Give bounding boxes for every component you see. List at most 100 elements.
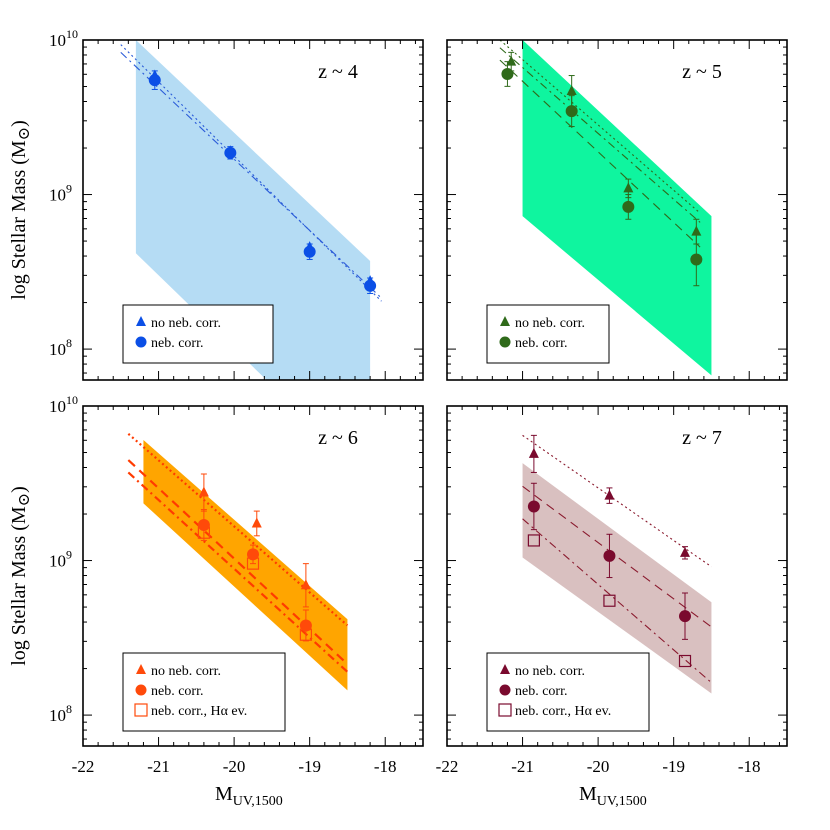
point-triangle	[680, 546, 690, 557]
legend-circle-marker	[499, 684, 511, 696]
x-tick-label: -22	[72, 757, 95, 776]
x-tick-label: -19	[298, 757, 321, 776]
plot-area	[522, 434, 712, 694]
plot-area	[127, 432, 349, 691]
y-tick-label: 1010	[49, 393, 78, 416]
y-tick-label: 1010	[49, 27, 78, 50]
point-square	[603, 594, 616, 607]
point-circle	[364, 279, 377, 292]
point-triangle	[528, 447, 539, 458]
point-circle	[501, 68, 514, 80]
x-tick-label: -18	[374, 757, 397, 776]
point-triangle	[300, 579, 311, 590]
legend-label: neb. corr., Hα ev.	[515, 704, 611, 719]
x-axis-title: MUV,1500	[579, 783, 647, 809]
panel-label: z ~ 7	[682, 427, 722, 449]
point-circle	[247, 548, 259, 561]
x-tick-label: -20	[223, 757, 246, 776]
fit-line-dotted	[499, 40, 701, 214]
y-axis-title: log Stellar Mass (M⊙)	[8, 486, 33, 666]
point-triangle	[566, 85, 577, 95]
point-circle	[565, 105, 578, 118]
fit-line-dashed	[127, 459, 349, 665]
fit-line-dotted	[127, 432, 349, 627]
legend-label: neb. corr.	[151, 336, 203, 351]
point-triangle	[623, 182, 634, 193]
legend-square-marker	[498, 703, 512, 717]
confidence-band	[135, 40, 371, 380]
point-triangle	[198, 486, 209, 497]
confidence-band	[522, 463, 712, 694]
y-tick-label: 109	[49, 548, 72, 571]
point-square	[527, 534, 540, 547]
point-circle	[527, 500, 540, 513]
legend-label: no neb. corr.	[515, 664, 585, 679]
fit-line-dotted	[120, 44, 382, 302]
legend-circle-marker	[499, 336, 511, 348]
fit-line-dashed	[522, 485, 712, 628]
point-circle	[197, 519, 210, 531]
legend-triangle-marker	[500, 664, 510, 674]
point-triangle	[604, 489, 615, 500]
legend-label: no neb. corr.	[151, 316, 221, 331]
legend-label: neb. corr.	[515, 336, 567, 351]
chart-panel-2: z ~ 5 no neb. corr. neb. corr.	[446, 39, 788, 381]
legend-box	[122, 652, 286, 732]
panel-label: z ~ 6	[318, 427, 358, 449]
plot-area	[120, 40, 382, 380]
panel-label: z ~ 4	[318, 61, 358, 83]
point-circle	[679, 610, 691, 623]
fit-line-dotted	[522, 434, 712, 568]
point-circle	[303, 245, 316, 258]
y-tick-label: 109	[49, 182, 72, 205]
legend-label: neb. corr.	[515, 684, 567, 699]
legend-circle-marker	[135, 684, 147, 696]
legend-label: neb. corr., Hα ev.	[151, 704, 247, 719]
fit-line-dashed	[499, 59, 701, 248]
point-triangle	[251, 517, 262, 528]
legend-label: no neb. corr.	[515, 316, 585, 331]
x-tick-label: -21	[511, 757, 534, 776]
point-square	[197, 526, 210, 539]
legend-label: neb. corr.	[151, 684, 203, 699]
fit-line-dashdot	[522, 518, 712, 684]
point-circle	[224, 146, 237, 159]
x-tick-label: -22	[436, 757, 459, 776]
fit-line-dashdot	[499, 47, 701, 223]
chart-panel-1: 1010 109 108 log Stellar Mass (M⊙) z ~ 4 no n…	[8, 27, 424, 381]
point-circle	[299, 619, 312, 632]
legend-box	[122, 304, 274, 364]
legend-box	[486, 304, 610, 364]
point-square	[299, 628, 312, 641]
confidence-band	[522, 40, 712, 376]
y-tick-label: 108	[49, 702, 72, 725]
legend-label: no neb. corr.	[151, 664, 221, 679]
panel-label: z ~ 5	[682, 61, 722, 83]
legend-triangle-marker	[136, 664, 146, 674]
x-axis-title: MUV,1500	[215, 783, 283, 809]
legend-triangle-marker	[500, 316, 510, 326]
x-tick-label: -19	[662, 757, 685, 776]
legend-square-marker	[134, 703, 148, 717]
point-triangle	[506, 55, 517, 66]
x-tick-label: -21	[147, 757, 170, 776]
legend-triangle-marker	[136, 316, 146, 326]
point-circle	[690, 253, 703, 266]
point-square	[678, 654, 692, 668]
y-axis-title: log Stellar Mass (M⊙)	[8, 120, 33, 300]
x-tick-label: -20	[587, 757, 610, 776]
y-tick-label: 108	[49, 336, 72, 359]
point-circle	[148, 74, 161, 87]
plot-area	[499, 40, 712, 376]
point-circle	[603, 549, 616, 562]
point-square	[246, 557, 260, 570]
confidence-band	[143, 440, 348, 691]
point-circle	[622, 200, 635, 213]
x-tick-label: -18	[738, 757, 761, 776]
fit-line-dashdot	[120, 51, 382, 299]
legend-box	[486, 652, 650, 732]
chart-panel-3: 1010 109 108 log Stellar Mass (M⊙) -22 -21 -20…	[8, 393, 424, 809]
legend-circle-marker	[135, 336, 147, 348]
